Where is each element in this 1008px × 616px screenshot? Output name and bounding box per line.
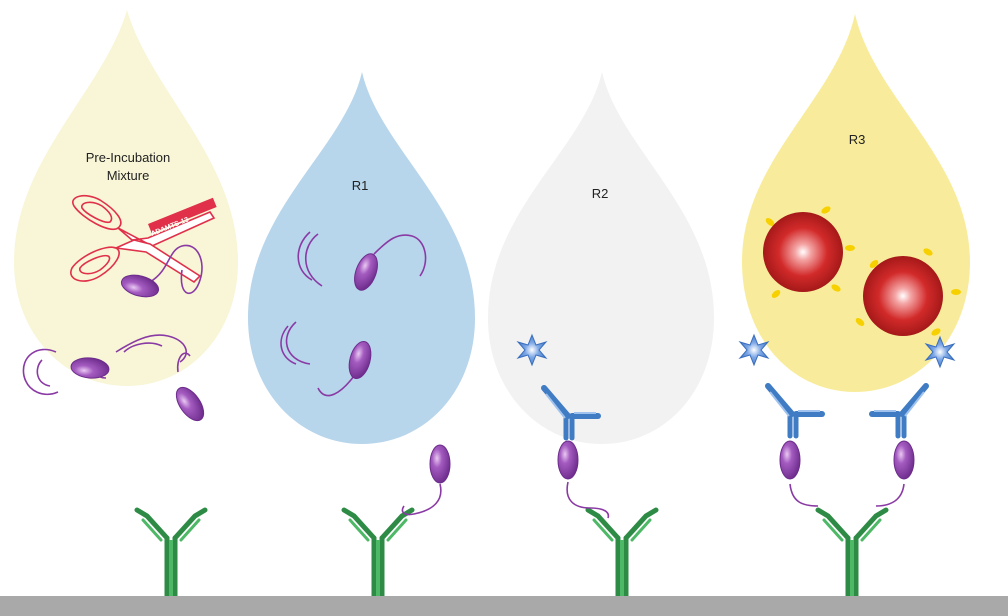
substrate-free-group	[280, 231, 427, 397]
substrate-bound-link	[401, 481, 905, 519]
substrate-molecule	[429, 444, 451, 484]
drop-r2	[488, 72, 714, 444]
detection-antibody	[872, 386, 926, 436]
scissors-icon	[70, 194, 217, 284]
label-pre-incubation-line2: Mixture	[107, 168, 150, 183]
bead-particle	[863, 256, 943, 336]
substrate-molecule	[893, 440, 915, 480]
substrate-molecule	[557, 440, 579, 480]
drop-pre-incubation	[14, 10, 238, 386]
capture-antibody	[344, 510, 412, 596]
label-r3: R3	[849, 132, 866, 147]
bead-group	[765, 206, 961, 336]
capture-antibody	[588, 510, 656, 596]
substrate-molecule	[779, 440, 801, 480]
label-r2: R2	[592, 186, 609, 201]
bead-particle	[763, 212, 843, 292]
plate-surface	[0, 596, 1008, 616]
drop-r1	[248, 72, 475, 444]
detection-antibody	[768, 386, 822, 436]
capture-antibody	[137, 510, 205, 596]
substrate-molecule	[170, 382, 210, 426]
label-r1: R1	[352, 178, 369, 193]
label-pre-incubation-line1: Pre-Incubation	[86, 150, 171, 165]
capture-antibody	[818, 510, 886, 596]
